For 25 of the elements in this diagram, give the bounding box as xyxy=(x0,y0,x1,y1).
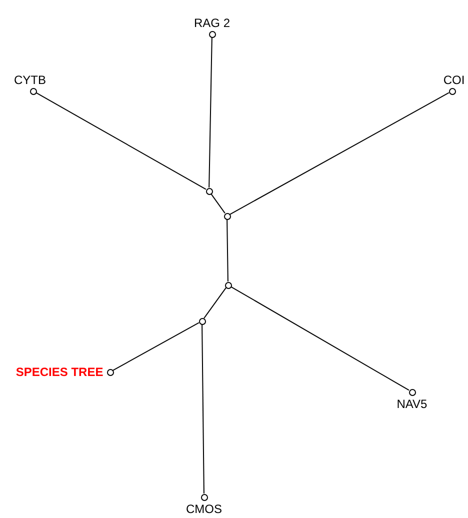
branch-line xyxy=(226,219,228,282)
internal-node-circle xyxy=(198,318,206,324)
taxon-label: NAV5 xyxy=(396,397,428,411)
leaf-node-circle xyxy=(30,88,36,94)
leaf-node-circle xyxy=(200,494,208,500)
branch-line xyxy=(36,92,206,190)
leaf-node-circle xyxy=(208,30,216,38)
taxon-label: RAG 2 xyxy=(194,16,230,30)
taxon-label: CYTB xyxy=(14,73,46,87)
taxon-label: SPECIES TREE xyxy=(16,365,104,379)
leaf-node-circle xyxy=(106,368,114,376)
internal-node-circle xyxy=(224,212,230,220)
branch-line xyxy=(112,322,200,371)
taxon-label: CMOS xyxy=(186,502,222,516)
internal-node-circle xyxy=(224,282,232,288)
branch-line xyxy=(202,324,204,494)
branch-line xyxy=(230,286,410,391)
leaf-node-circle xyxy=(448,88,456,94)
taxon-label: COI xyxy=(443,73,465,87)
branch-line xyxy=(204,287,226,319)
leaf-node-circle xyxy=(408,388,416,396)
internal-node-circle xyxy=(206,188,212,194)
branch-line xyxy=(208,37,212,188)
branch-line xyxy=(230,92,450,215)
branch-line xyxy=(210,193,226,214)
